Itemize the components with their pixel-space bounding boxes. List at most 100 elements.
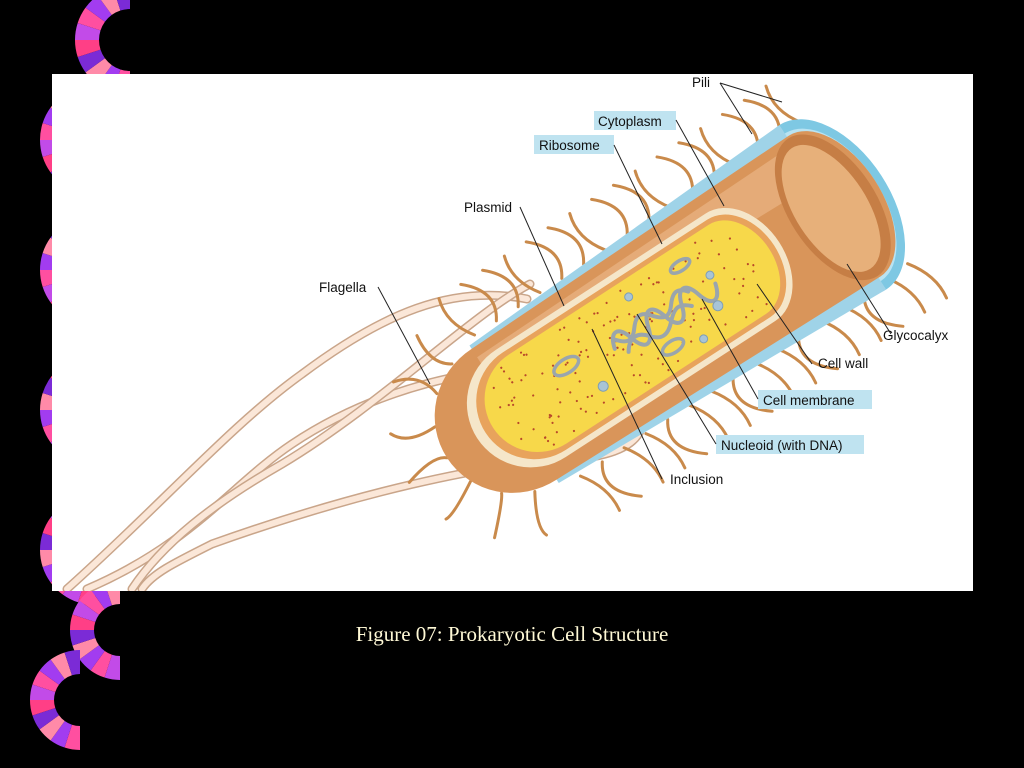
ribosome-dot xyxy=(701,280,705,283)
cytoplasm-highlight xyxy=(594,111,676,130)
ribbon-stripe xyxy=(50,721,72,748)
pilus xyxy=(590,197,629,238)
ribosome-dot xyxy=(557,415,560,418)
cell-membrane-highlight xyxy=(758,390,872,409)
ribosome-dot xyxy=(657,357,660,360)
label-flagella: Flagella xyxy=(319,280,367,295)
ribosome-dot xyxy=(699,307,703,310)
ribbon-stripe xyxy=(32,708,59,730)
pilus xyxy=(546,226,586,266)
ribosome-dot xyxy=(572,429,576,433)
pilus xyxy=(389,425,437,440)
ribosome-dot xyxy=(575,399,578,403)
pilus xyxy=(568,212,607,252)
ribosome-dot xyxy=(619,289,622,292)
nucleoid-highlight xyxy=(716,435,864,454)
ribosome-dot xyxy=(616,346,619,349)
pilus xyxy=(459,282,498,323)
ribosome-dot xyxy=(508,377,511,380)
pilus xyxy=(600,460,643,498)
ribosome-dot xyxy=(500,366,503,369)
ribbon-stripe xyxy=(32,670,59,692)
ribosome-dot xyxy=(517,421,520,425)
ribosome-dot xyxy=(563,326,566,329)
pilus xyxy=(533,490,548,537)
ribosome-dot xyxy=(556,388,559,391)
pilus xyxy=(709,389,752,427)
ribosome-dot xyxy=(639,283,643,286)
ribosome-dot xyxy=(585,321,588,324)
ribosome-dot xyxy=(756,296,759,299)
ribosome-dot xyxy=(511,381,514,384)
ribosome-dot xyxy=(602,401,605,404)
ribosome-dot xyxy=(605,301,608,305)
ribosome-dot xyxy=(628,313,631,316)
ribosome-dot xyxy=(520,379,523,382)
ribosome-dot xyxy=(524,374,527,377)
ribosome-dot xyxy=(608,336,611,340)
ribosome-dot xyxy=(593,312,596,315)
ribosome-dot xyxy=(745,316,748,319)
ribosome-dot xyxy=(574,371,577,375)
ribosome-dot xyxy=(690,340,693,343)
ribosome-dot xyxy=(640,353,643,356)
ribosome-dot xyxy=(647,277,651,280)
label-nucleoid: Nucleoid (with DNA) xyxy=(721,438,843,453)
pilus xyxy=(666,417,709,456)
ribosome-dot xyxy=(696,257,699,260)
ribosome-dot xyxy=(765,303,768,306)
ribosome-dot xyxy=(717,253,721,256)
ribosome-dot xyxy=(569,391,572,394)
ribosome-dot xyxy=(543,436,547,439)
ribbon-stripe xyxy=(70,630,96,646)
ribosome-dot xyxy=(622,348,625,351)
ribbon-stripe xyxy=(79,589,105,615)
ribbon-stripe xyxy=(39,659,65,685)
ribosome-dot xyxy=(519,351,523,354)
label-inclusion: Inclusion xyxy=(670,472,723,487)
ribosome-dot xyxy=(688,298,691,301)
ribosome-dot xyxy=(647,381,650,385)
label-cell-wall: Cell wall xyxy=(818,356,868,371)
ribosome-dot xyxy=(612,398,615,401)
ribbon-stripe xyxy=(100,0,121,15)
ribosome-dot xyxy=(724,323,727,326)
ribosome-dot xyxy=(638,374,642,377)
pilus xyxy=(906,262,949,300)
pilus xyxy=(407,456,449,484)
label-ribosome: Ribosome xyxy=(539,138,600,153)
ribosome-dot xyxy=(741,284,745,288)
ribosome-dot xyxy=(620,333,623,336)
pilus xyxy=(731,375,774,413)
ribosome-dot xyxy=(689,325,692,328)
pilus xyxy=(633,169,673,210)
ribosome-dot xyxy=(692,312,695,315)
ribosome-dot xyxy=(525,353,528,356)
ribosome-dot xyxy=(662,291,665,294)
ribosome-dot xyxy=(728,237,732,240)
ribosome-dot xyxy=(624,392,627,395)
ribosome-dot xyxy=(552,443,555,446)
pilus xyxy=(524,240,564,280)
ribosome-dot xyxy=(546,439,550,443)
ribosome-dot xyxy=(751,309,754,312)
ribosome-dot xyxy=(586,395,589,399)
ribosome-dot xyxy=(606,353,609,356)
ribosome-dot xyxy=(586,355,590,358)
ribosome-dot xyxy=(520,437,523,441)
ribbon-stripe xyxy=(39,715,65,741)
slide-caption: Figure 07: Prokaryotic Cell Structure xyxy=(355,622,669,646)
ribosome-dot xyxy=(551,421,554,424)
pilus xyxy=(644,432,687,470)
label-plasmid: Plasmid xyxy=(464,200,512,215)
pilus xyxy=(502,254,542,295)
ribosome-dot xyxy=(510,399,513,402)
pilus xyxy=(578,474,621,512)
ribosome-dot xyxy=(630,364,633,367)
ribosome-dot xyxy=(596,312,599,315)
label-cell-membrane: Cell membrane xyxy=(763,393,855,408)
ribbon-stripe xyxy=(30,684,56,700)
inclusions xyxy=(597,270,724,392)
ribbon-stripe xyxy=(72,600,99,622)
ribosome-dot xyxy=(559,401,562,404)
